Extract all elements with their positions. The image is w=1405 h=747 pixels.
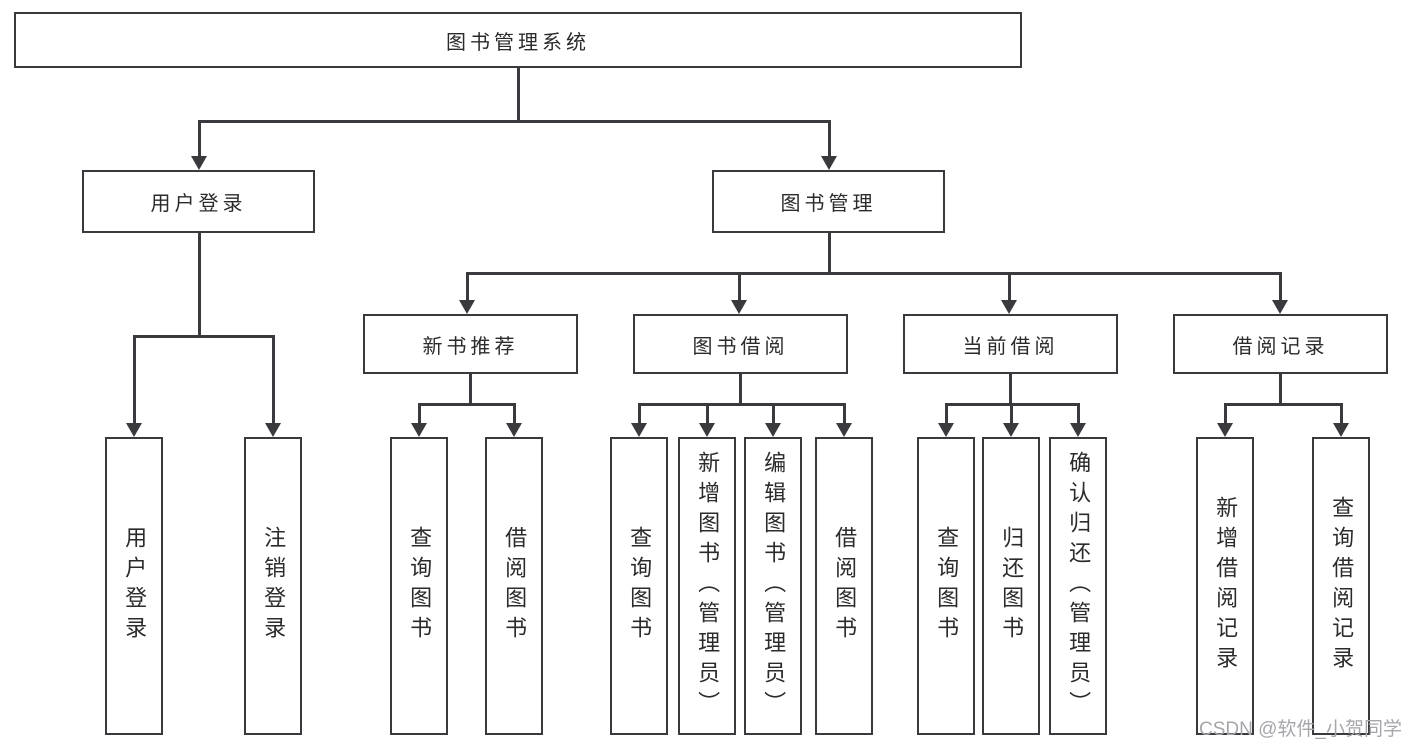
arrow-down-icon <box>938 423 954 437</box>
arrow-down-icon <box>459 300 475 314</box>
leaf-query-books-borrowing: 查询图书 <box>610 437 668 735</box>
connector-line <box>513 403 516 423</box>
leaf-label: 借阅图书 <box>832 526 858 646</box>
arrow-down-icon <box>821 156 837 170</box>
node-book-borrowing: 图书借阅 <box>633 314 848 374</box>
arrow-down-icon <box>631 423 647 437</box>
node-borrowing-records: 借阅记录 <box>1173 314 1388 374</box>
connector-line <box>272 335 275 423</box>
arrow-down-icon <box>1333 423 1349 437</box>
arrow-down-icon <box>191 156 207 170</box>
leaf-label: 确认归还（管理员） <box>1066 451 1092 721</box>
connector-line <box>1077 403 1080 423</box>
arrow-down-icon <box>1001 300 1017 314</box>
arrow-down-icon <box>765 423 781 437</box>
leaf-label: 借阅图书 <box>502 526 528 646</box>
leaf-user-login: 用户登录 <box>105 437 163 735</box>
connector-line <box>638 403 641 423</box>
connector-line <box>517 68 520 120</box>
leaf-label: 查询图书 <box>627 526 653 646</box>
connector-line <box>198 120 201 158</box>
connector-line <box>706 403 709 423</box>
leaf-label: 编辑图书（管理员） <box>761 451 787 721</box>
arrow-down-icon <box>506 423 522 437</box>
leaf-add-book-admin: 新增图书（管理员） <box>678 437 736 735</box>
connector-line <box>638 403 846 406</box>
connector-line <box>739 374 742 403</box>
node-book-management-group: 图书管理 <box>712 170 945 233</box>
connector-line <box>1279 272 1282 301</box>
node-current-borrowing: 当前借阅 <box>903 314 1118 374</box>
node-library-management-system: 图书管理系统 <box>14 12 1022 68</box>
connector-line <box>945 403 948 423</box>
connector-line <box>469 374 472 403</box>
arrow-down-icon <box>1272 300 1288 314</box>
connector-line <box>1008 272 1011 301</box>
arrow-down-icon <box>1070 423 1086 437</box>
arrow-down-icon <box>1217 423 1233 437</box>
connector-line <box>828 120 831 158</box>
leaf-add-borrow-record: 新增借阅记录 <box>1196 437 1254 735</box>
leaf-label: 新增图书（管理员） <box>695 451 721 721</box>
arrow-down-icon <box>731 300 747 314</box>
connector-line <box>772 403 775 423</box>
leaf-label: 新增借阅记录 <box>1213 496 1239 676</box>
leaf-label: 查询借阅记录 <box>1329 496 1355 676</box>
arrow-down-icon <box>699 423 715 437</box>
leaf-borrow-books-borrowing: 借阅图书 <box>815 437 873 735</box>
leaf-query-books-recommend: 查询图书 <box>390 437 448 735</box>
connector-line <box>133 335 274 338</box>
connector-line <box>828 233 831 272</box>
connector-line <box>738 272 741 301</box>
leaf-label: 注销登录 <box>261 526 287 646</box>
leaf-return-books: 归还图书 <box>982 437 1040 735</box>
leaf-label: 归还图书 <box>999 526 1025 646</box>
leaf-borrow-books-recommend: 借阅图书 <box>485 437 543 735</box>
arrow-down-icon <box>836 423 852 437</box>
connector-line <box>1224 403 1343 406</box>
connector-line <box>466 272 469 301</box>
arrow-down-icon <box>411 423 427 437</box>
leaf-query-borrow-record: 查询借阅记录 <box>1312 437 1370 735</box>
connector-line <box>466 272 1282 275</box>
leaf-confirm-return-admin: 确认归还（管理员） <box>1049 437 1107 735</box>
connector-line <box>843 403 846 423</box>
arrow-down-icon <box>265 423 281 437</box>
connector-line <box>1009 374 1012 403</box>
connector-line <box>198 233 201 335</box>
leaf-query-books-current: 查询图书 <box>917 437 975 735</box>
connector-line <box>198 120 831 123</box>
leaf-edit-book-admin: 编辑图书（管理员） <box>744 437 802 735</box>
connector-line <box>1340 403 1343 423</box>
node-user-login-group: 用户登录 <box>82 170 315 233</box>
connector-line <box>1279 374 1282 403</box>
leaf-logout: 注销登录 <box>244 437 302 735</box>
connector-line <box>418 403 516 406</box>
connector-line <box>945 403 1080 406</box>
leaf-label: 用户登录 <box>122 526 148 646</box>
connector-line <box>1010 403 1013 423</box>
connector-line <box>418 403 421 423</box>
arrow-down-icon <box>1003 423 1019 437</box>
connector-line <box>133 335 136 423</box>
arrow-down-icon <box>126 423 142 437</box>
leaf-label: 查询图书 <box>934 526 960 646</box>
csdn-watermark: CSDN @软件_小贺同学 <box>1199 719 1402 740</box>
leaf-label: 查询图书 <box>407 526 433 646</box>
connector-line <box>1224 403 1227 423</box>
node-new-book-recommend: 新书推荐 <box>363 314 578 374</box>
